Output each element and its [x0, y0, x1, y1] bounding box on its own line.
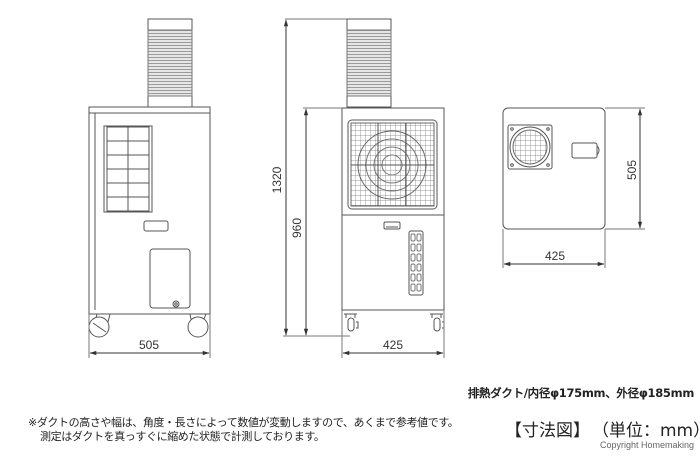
- side-vent: [408, 230, 424, 296]
- copyright-text: Copyright Homemaking: [599, 440, 694, 450]
- duct-spec-text: 排熱ダクト/内径φ175mm、外径φ185mm: [467, 386, 695, 400]
- front-width-label: 425: [383, 338, 403, 352]
- front-handle: [383, 221, 401, 230]
- top-width-label: 425: [545, 249, 565, 263]
- drain-door: [149, 248, 191, 309]
- note-line-2: 測定はダクトを真っすぐに縮めた状態で計測しております。: [40, 430, 325, 443]
- side-handle: [143, 220, 169, 232]
- unit-label: （単位：mm）: [592, 421, 700, 441]
- top-handle: [571, 142, 598, 159]
- top-view: [502, 107, 645, 268]
- note-line-1: ※ダクトの高さや幅は、角度・長さによって数値が変動しますので、あくまで参考値です…: [28, 416, 459, 429]
- drawing-title: 【寸法図】: [505, 421, 590, 441]
- caster-left: [347, 317, 355, 332]
- front-total-height-label: 1320: [270, 166, 284, 193]
- top-depth-label: 505: [625, 160, 639, 180]
- caster-right: [187, 316, 209, 338]
- dimension-drawing: 505: [88, 18, 645, 358]
- side-view: [88, 18, 211, 358]
- caster-right: [433, 317, 441, 332]
- front-body-height-label: 960: [290, 218, 304, 238]
- side-width-label: 505: [139, 338, 159, 352]
- front-view: [283, 18, 445, 358]
